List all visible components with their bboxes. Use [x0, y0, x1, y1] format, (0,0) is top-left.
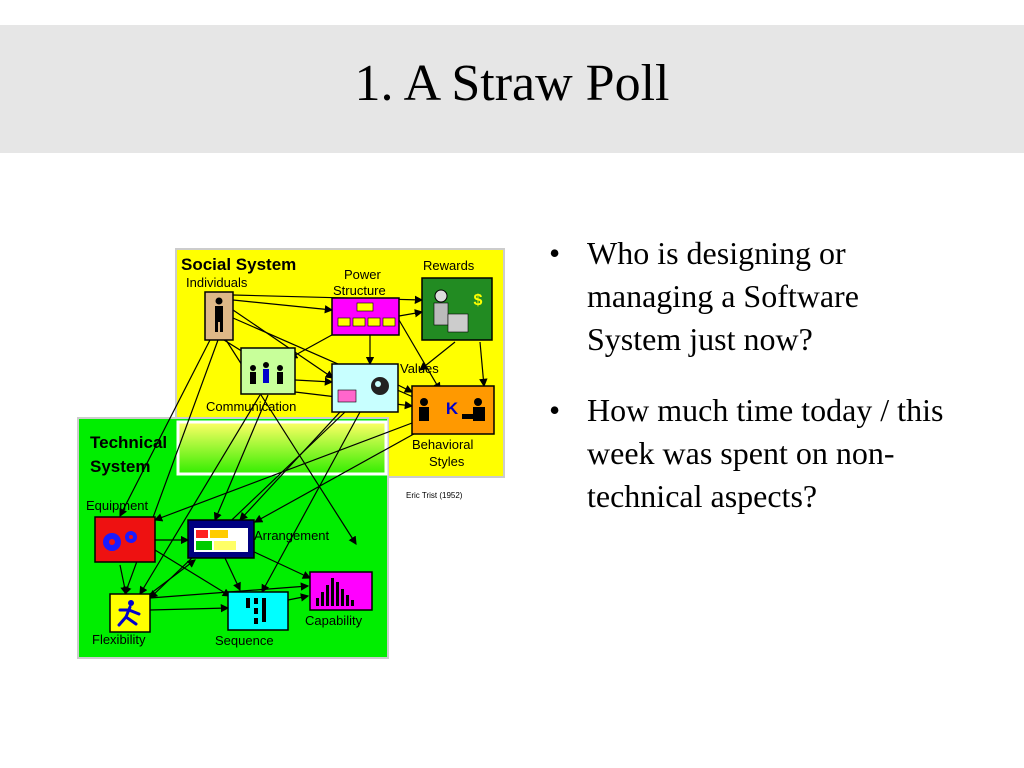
sociotechnical-diagram: Social System Technical System [77, 248, 505, 659]
gears-icon [103, 531, 137, 551]
meeting-icon: K [419, 398, 485, 421]
technical-system-title-2: System [90, 457, 150, 476]
svg-text:$: $ [474, 292, 483, 309]
rewards-node: $ Rewards [421, 258, 493, 341]
flow-icon [246, 598, 266, 624]
bullet-text: Who is designing or managing a Software … [587, 235, 859, 357]
people-talking-icon [250, 362, 283, 384]
dollar-icon: $ [433, 289, 483, 333]
bullet-item: • Who is designing or managing a Softwar… [545, 232, 945, 361]
histogram-icon [316, 578, 354, 606]
flexibility-label: Flexibility [92, 632, 146, 647]
behavioral-styles-label-1: Behavioral [412, 437, 474, 452]
communication-node: Communication [206, 347, 296, 414]
individuals-node: Individuals [186, 275, 248, 341]
sequence-label: Sequence [215, 633, 274, 648]
behavioral-styles-label-2: Styles [429, 454, 465, 469]
power-structure-node: Power Structure [331, 267, 400, 336]
flexibility-node: Flexibility [92, 593, 151, 647]
arrangement-label: Arrangement [254, 528, 330, 543]
rewards-label: Rewards [423, 258, 475, 273]
bullet-list: • Who is designing or managing a Softwar… [545, 232, 945, 518]
credit-label: Eric Trist (1952) [406, 491, 463, 500]
equipment-node: Equipment [86, 498, 156, 563]
org-chart-icon [337, 302, 396, 327]
person-icon [215, 297, 223, 332]
sequence-node: Sequence [215, 591, 289, 648]
bullet-text: How much time today / this week was spen… [587, 392, 944, 514]
capability-label: Capability [305, 613, 363, 628]
social-system-title: Social System [181, 255, 296, 274]
power-structure-label-2: Structure [333, 283, 386, 298]
panel-overlap [176, 420, 388, 476]
arrangement-node: Arrangement [187, 519, 330, 559]
capability-node: Capability [305, 571, 373, 628]
running-person-icon [117, 600, 141, 627]
individuals-label: Individuals [186, 275, 248, 290]
bullet-item: • How much time today / this week was sp… [545, 389, 945, 518]
layout-icon [194, 528, 248, 552]
bullet-marker: • [549, 392, 561, 428]
slide-title: 1. A Straw Poll [354, 55, 670, 112]
technical-system-title-1: Technical [90, 433, 167, 452]
title-bar [0, 25, 1024, 153]
equipment-label: Equipment [86, 498, 149, 513]
values-node: Values [331, 361, 439, 413]
ballot-icon [337, 377, 389, 403]
behavioral-styles-node: K Behavioral Styles [411, 385, 495, 469]
bullet-marker: • [549, 235, 561, 271]
communication-label: Communication [206, 399, 296, 414]
svg-text:K: K [446, 399, 459, 418]
values-label: Values [400, 361, 439, 376]
power-structure-label-1: Power [344, 267, 382, 282]
